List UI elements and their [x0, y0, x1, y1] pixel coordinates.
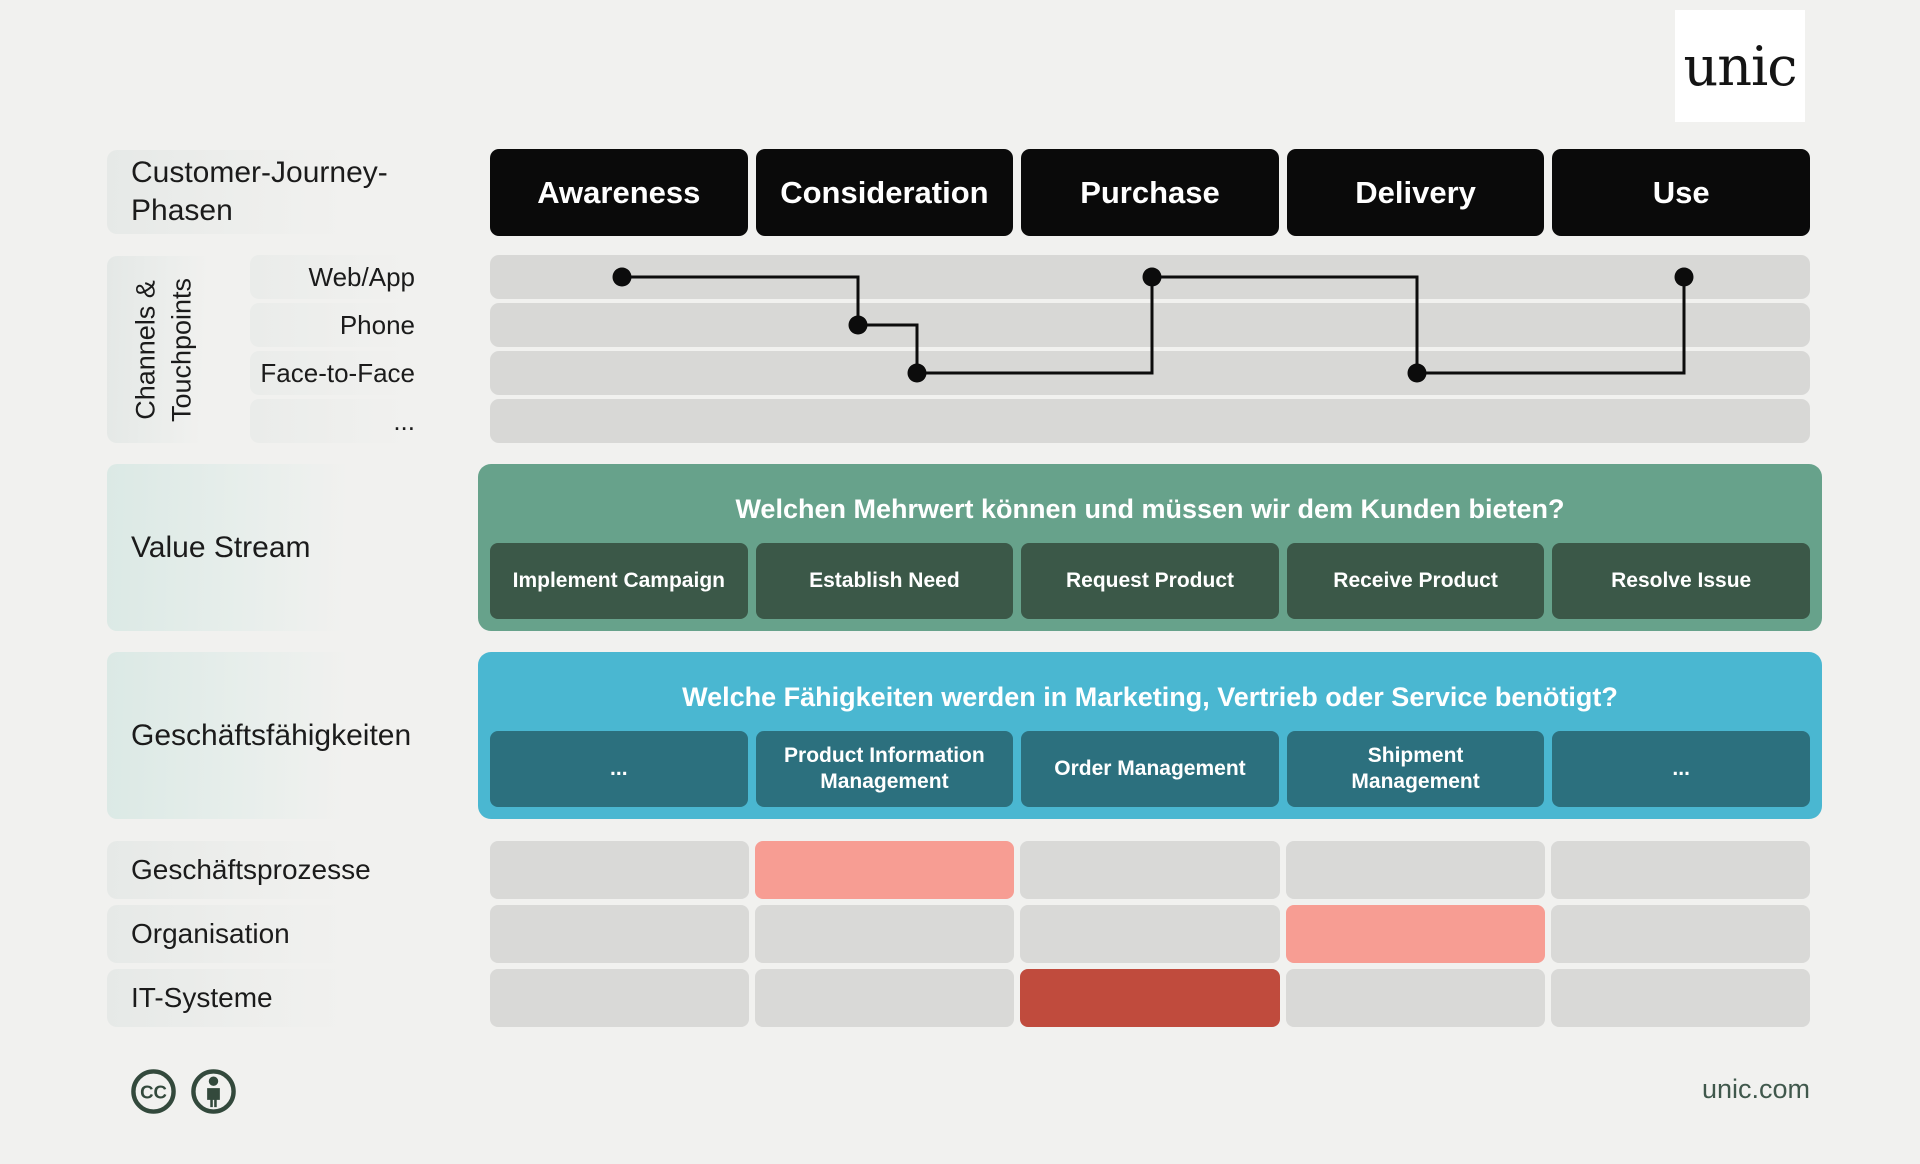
svg-text:CC: CC: [140, 1081, 167, 1102]
matrix-cell[interactable]: [1020, 905, 1280, 963]
capability-order-management[interactable]: Order Management: [1021, 731, 1279, 807]
channel-track-phone: [490, 303, 1810, 347]
matrix-cell[interactable]: [755, 841, 1015, 899]
phase-header-row: Awareness Consideration Purchase Deliver…: [490, 149, 1810, 236]
channel-label-web-app: Web/App: [250, 255, 428, 299]
matrix-cell[interactable]: [1550, 841, 1811, 899]
matrix-cell[interactable]: [1550, 905, 1811, 963]
value-stream-label: Value Stream: [107, 464, 404, 631]
matrix-row-it-systeme: [490, 969, 1811, 1027]
unic-logo: unic: [1675, 10, 1805, 122]
capabilities-panel: Welche Fähigkeiten werden in Marketing, …: [478, 652, 1822, 819]
creative-commons-icon[interactable]: CC: [130, 1068, 177, 1115]
matrix-cell[interactable]: [1020, 969, 1280, 1027]
matrix-label-text: IT-Systeme: [131, 982, 273, 1013]
matrix-label-text: Geschäftsprozesse: [131, 854, 371, 885]
matrix-cell[interactable]: [755, 969, 1015, 1027]
matrix-cell[interactable]: [1020, 841, 1280, 899]
channel-label-phone: Phone: [250, 303, 428, 347]
capability-shipment-management[interactable]: Shipment Management: [1286, 731, 1545, 807]
capability-more-left[interactable]: ...: [490, 731, 748, 807]
attribution-icon[interactable]: [190, 1068, 237, 1115]
matrix-label-geschaeftsprozesse: Geschäftsprozesse: [107, 841, 404, 899]
step-request-product[interactable]: Request Product: [1021, 543, 1279, 619]
channel-label-face-to-face: Face-to-Face: [250, 351, 428, 395]
capabilities-items: ... Product Information Management Order…: [490, 731, 1810, 807]
matrix-label-it-systeme: IT-Systeme: [107, 969, 404, 1027]
matrix-row-geschaeftsprozesse: [490, 841, 1811, 899]
step-establish-need[interactable]: Establish Need: [755, 543, 1014, 619]
capabilities-question: Welche Fähigkeiten werden in Marketing, …: [682, 682, 1618, 712]
matrix-cell[interactable]: [1285, 841, 1545, 899]
unic-website-link[interactable]: unic.com: [1701, 1074, 1810, 1104]
phase-consideration[interactable]: Consideration: [755, 149, 1014, 236]
channels-group-label: Channels & Touchpoints: [107, 256, 220, 443]
matrix-cell[interactable]: [490, 905, 750, 963]
matrix-label-text: Organisation: [131, 918, 290, 949]
phases-row-label: Customer-Journey-Phasen: [107, 150, 404, 234]
value-stream-question: Welchen Mehrwert können und müssen wir d…: [735, 494, 1565, 524]
matrix-label-organisation: Organisation: [107, 905, 404, 963]
capabilities-label: Geschäftsfähigkeiten: [107, 652, 411, 819]
matrix-cell[interactable]: [1285, 905, 1545, 963]
capabilities-label-text: Geschäftsfähigkeiten: [131, 718, 412, 752]
matrix-cell[interactable]: [755, 905, 1015, 963]
matrix-cell[interactable]: [1550, 969, 1811, 1027]
value-stream-steps: Implement Campaign Establish Need Reques…: [490, 543, 1810, 619]
unic-logo-text: unic: [1683, 34, 1797, 98]
channel-label-more: ...: [250, 399, 428, 443]
channel-track-face-to-face: [490, 351, 1810, 395]
phase-delivery[interactable]: Delivery: [1286, 149, 1545, 236]
value-stream-label-text: Value Stream: [131, 530, 311, 564]
matrix-cell[interactable]: [490, 969, 750, 1027]
capability-product-information[interactable]: Product Information Management: [755, 731, 1014, 807]
step-implement-campaign[interactable]: Implement Campaign: [490, 543, 748, 619]
value-stream-panel: Welchen Mehrwert können und müssen wir d…: [478, 464, 1822, 631]
step-resolve-issue[interactable]: Resolve Issue: [1552, 543, 1810, 619]
channel-track-more: [490, 399, 1810, 443]
matrix-row-organisation: [490, 905, 1811, 963]
channels-group-label-text: Channels & Touchpoints: [127, 277, 200, 421]
matrix-cell[interactable]: [1285, 969, 1545, 1027]
capability-more-right[interactable]: ...: [1552, 731, 1810, 807]
phase-use[interactable]: Use: [1552, 149, 1810, 236]
license-icons: CC: [130, 1068, 237, 1115]
phases-row-label-text: Customer-Journey-Phasen: [131, 155, 388, 227]
phase-purchase[interactable]: Purchase: [1021, 149, 1279, 236]
channel-track-web-app: [490, 255, 1810, 299]
channels-label-line1: Channels &: [130, 279, 161, 420]
matrix-cell[interactable]: [490, 841, 750, 899]
step-receive-product[interactable]: Receive Product: [1286, 543, 1545, 619]
phase-awareness[interactable]: Awareness: [490, 149, 748, 236]
channels-label-line2: Touchpoints: [166, 277, 197, 422]
